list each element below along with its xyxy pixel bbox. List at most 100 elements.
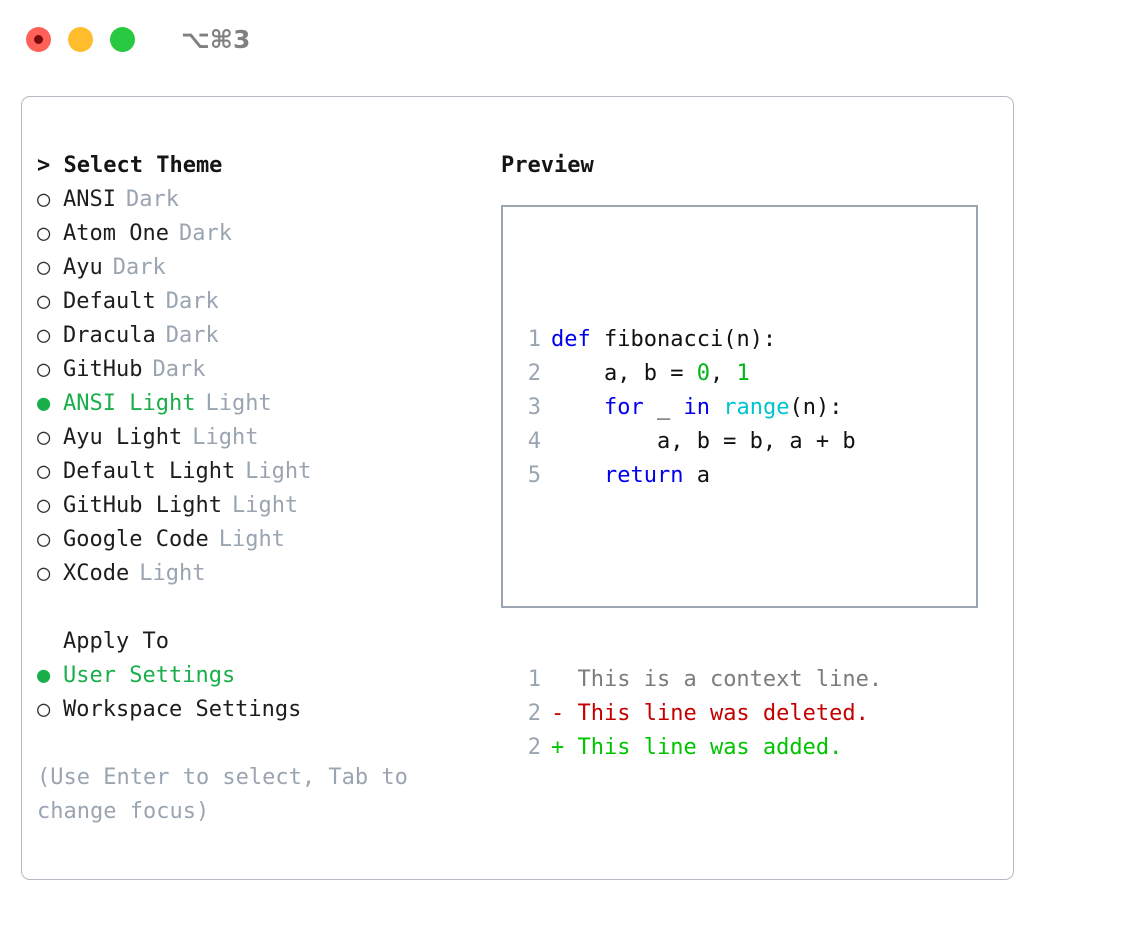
keyboard-shortcut-label: ⌥⌘3 [181, 24, 251, 54]
select-theme-header: > Select Theme [37, 153, 223, 178]
theme-option-label: Ayu Light [63, 425, 183, 450]
diff-sign [551, 663, 564, 697]
code-token-kw: in [683, 395, 710, 420]
theme-option-label: Google Code [63, 527, 209, 552]
code-token-pl: (n): [789, 395, 843, 420]
radio-unselected-icon: ○ [37, 255, 51, 280]
code-token-kw: for [603, 395, 644, 420]
preview-header: Preview [501, 153, 594, 178]
theme-option-label: ANSI Light [63, 391, 196, 416]
code-token-kw: return [603, 463, 684, 488]
radio-unselected-icon: ○ [37, 425, 51, 450]
list-spacer [37, 591, 487, 625]
theme-option-variant: Light [231, 493, 299, 518]
apply-to-option-workspace-settings[interactable]: ○Workspace Settings [37, 693, 487, 727]
close-window-icon[interactable] [26, 26, 51, 52]
preview-content: 1 def fibonacci(n): 2 a, b = 0, 1 3 for _ i… [517, 255, 882, 833]
theme-option-ayu[interactable]: ○ Ayu Dark [37, 251, 487, 285]
apply-to-option-label: Workspace Settings [63, 697, 302, 722]
code-token-pl [551, 463, 604, 488]
radio-unselected-icon: ○ [37, 459, 51, 484]
diff-line-del: 2- This line was deleted. [517, 697, 882, 731]
theme-option-variant: Dark [165, 323, 219, 348]
code-token-num: 0 [696, 361, 710, 386]
code-token-pl: a, b = [551, 361, 697, 386]
diff-line-text: This line was deleted. [564, 701, 869, 726]
code-line-number: 2 [527, 361, 541, 386]
apply-to-list: ● User Settings ○Workspace Settings [37, 659, 487, 727]
radio-unselected-icon: ○ [37, 187, 51, 212]
theme-option-google-code[interactable]: ○ Google Code Light [37, 523, 487, 557]
code-token-fn: range [723, 395, 790, 420]
apply-to-option-user-settings[interactable]: ● User Settings [37, 659, 487, 693]
code-line-text: a, b = b, a + b [551, 425, 856, 459]
theme-option-variant: Light [245, 459, 312, 484]
diff-line-number: 2 [527, 701, 541, 726]
code-line-number: 3 [527, 395, 541, 420]
preview-column: Preview 1 def fibonacci(n): 2 a, b = 0, 1 3… [501, 149, 1001, 760]
diff-sample: 1 This is a context line.2- This line wa… [517, 663, 882, 765]
radio-unselected-icon: ○ [37, 221, 51, 246]
theme-option-atom-one[interactable]: ○ Atom One Dark [37, 217, 487, 251]
code-line-number: 4 [527, 429, 541, 454]
theme-option-label: Default [63, 289, 156, 314]
apply-to-option-label: User Settings [63, 663, 236, 688]
keyboard-hint-text: (Use Enter to select, Tab to change focu… [37, 765, 422, 824]
diff-line-add: 2+ This line was added. [517, 731, 882, 765]
theme-option-variant: Dark [125, 187, 179, 212]
theme-option-ansi-light[interactable]: ● ANSI Light Light [37, 387, 487, 421]
theme-option-variant: Dark [152, 357, 206, 382]
theme-option-variant: Light [139, 561, 206, 586]
code-line: 5 return a [517, 459, 882, 493]
theme-option-variant: Light [192, 425, 259, 450]
radio-unselected-icon: ○ [37, 289, 51, 314]
code-line-number: 1 [527, 327, 541, 352]
code-diff-spacer [517, 561, 882, 595]
window-titlebar: ⌥⌘3 [0, 0, 1140, 78]
code-line: 4 a, b = b, a + b [517, 425, 882, 459]
theme-option-label: Dracula [63, 323, 156, 348]
recording-indicator-dot [34, 34, 43, 44]
theme-option-variant: Light [218, 527, 285, 552]
diff-sign: - [551, 701, 565, 726]
maximize-window-icon[interactable] [110, 26, 135, 52]
diff-sign: + [551, 735, 565, 760]
theme-option-ayu-light[interactable]: ○ Ayu Light Light [37, 421, 487, 455]
code-token-pl: _ [643, 395, 684, 420]
code-line-text: return a [551, 459, 710, 493]
theme-option-variant: Light [205, 391, 272, 416]
code-token-pl: a, b = b, a + b [551, 429, 856, 454]
diff-line-number: 1 [527, 667, 541, 692]
preview-box: 1 def fibonacci(n): 2 a, b = 0, 1 3 for _ i… [501, 205, 978, 760]
theme-option-label: GitHub Light [63, 493, 222, 518]
code-token-pl: a [683, 463, 710, 488]
theme-option-label: Atom One [63, 221, 169, 246]
diff-line-text: This is a context line. [564, 667, 883, 692]
code-line-text: def fibonacci(n): [551, 323, 776, 357]
code-token-pl: fibonacci(n): [590, 327, 777, 352]
theme-option-label: Ayu [63, 255, 103, 280]
minimize-window-icon[interactable] [68, 26, 93, 52]
theme-option-variant: Dark [178, 221, 232, 246]
code-token-pl: , [709, 361, 737, 386]
diff-line-ctx: 1 This is a context line. [517, 663, 882, 697]
diff-line-number: 2 [527, 735, 541, 760]
code-line: 1 def fibonacci(n): [517, 323, 882, 357]
radio-selected-icon: ● [37, 391, 51, 416]
radio-unselected-icon: ○ [37, 527, 51, 552]
radio-selected-icon: ● [37, 663, 51, 688]
theme-option-variant: Dark [112, 255, 166, 280]
apply-to-header: Apply To [63, 629, 169, 654]
hint-spacer [37, 727, 487, 761]
code-line-number: 5 [527, 463, 541, 488]
traffic-lights [26, 26, 135, 52]
